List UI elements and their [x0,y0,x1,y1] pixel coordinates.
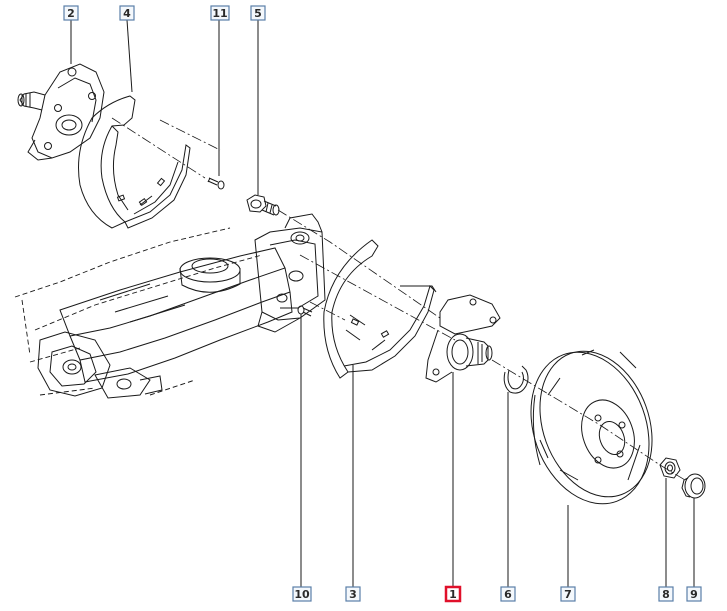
callout-number: 8 [662,588,670,601]
callout-number: 10 [294,588,310,601]
screw-part-11 [207,177,225,190]
callout-number: 7 [564,588,572,601]
callout-box [345,586,361,602]
callout-8: 8 [658,586,674,602]
callout-2: 2 [63,5,79,21]
callout-box [250,5,266,21]
backing-plate-part-3 [323,239,437,379]
callout-box [560,586,576,602]
brake-disc-part-7 [530,349,653,505]
bearing-hub-part-1 [425,294,501,383]
callout-6: 6 [500,586,516,602]
circlip-part-6 [503,365,529,394]
assembly-axis-lines [111,117,686,481]
rear-axle-subframe [14,213,326,399]
callout-box [686,586,702,602]
callout-box [444,585,462,603]
callout-number: 2 [67,7,75,20]
callout-number: 6 [504,588,512,601]
callout-5: 5 [250,5,266,21]
hub-nut-part-8 [659,457,681,479]
callout-number: 1 [449,588,457,601]
callout-7: 7 [560,586,576,602]
hub-bolt-part-5 [246,194,280,216]
leader-lines [70,19,695,587]
callout-1: 1 [444,585,462,603]
callout-9: 9 [686,586,702,602]
callout-labels: 2 4 11 5 10 3 1 6 7 8 9 [63,5,702,603]
callout-number: 11 [212,7,227,20]
callout-number: 5 [254,7,262,20]
callout-box [292,586,312,602]
callout-box [658,586,674,602]
callout-number: 4 [123,7,131,20]
backing-plate-part-4 [78,95,191,229]
callout-box [63,5,79,21]
callout-box [500,586,516,602]
hub-carrier-part-2 [17,63,105,161]
callout-3: 3 [345,586,361,602]
callout-10: 10 [292,586,312,602]
callout-11: 11 [210,5,230,21]
callout-number: 3 [349,588,357,601]
callout-box [210,5,230,21]
callout-number: 9 [690,588,698,601]
callout-box [119,5,135,21]
dust-cap-part-9 [681,473,706,499]
callout-4: 4 [119,5,135,21]
